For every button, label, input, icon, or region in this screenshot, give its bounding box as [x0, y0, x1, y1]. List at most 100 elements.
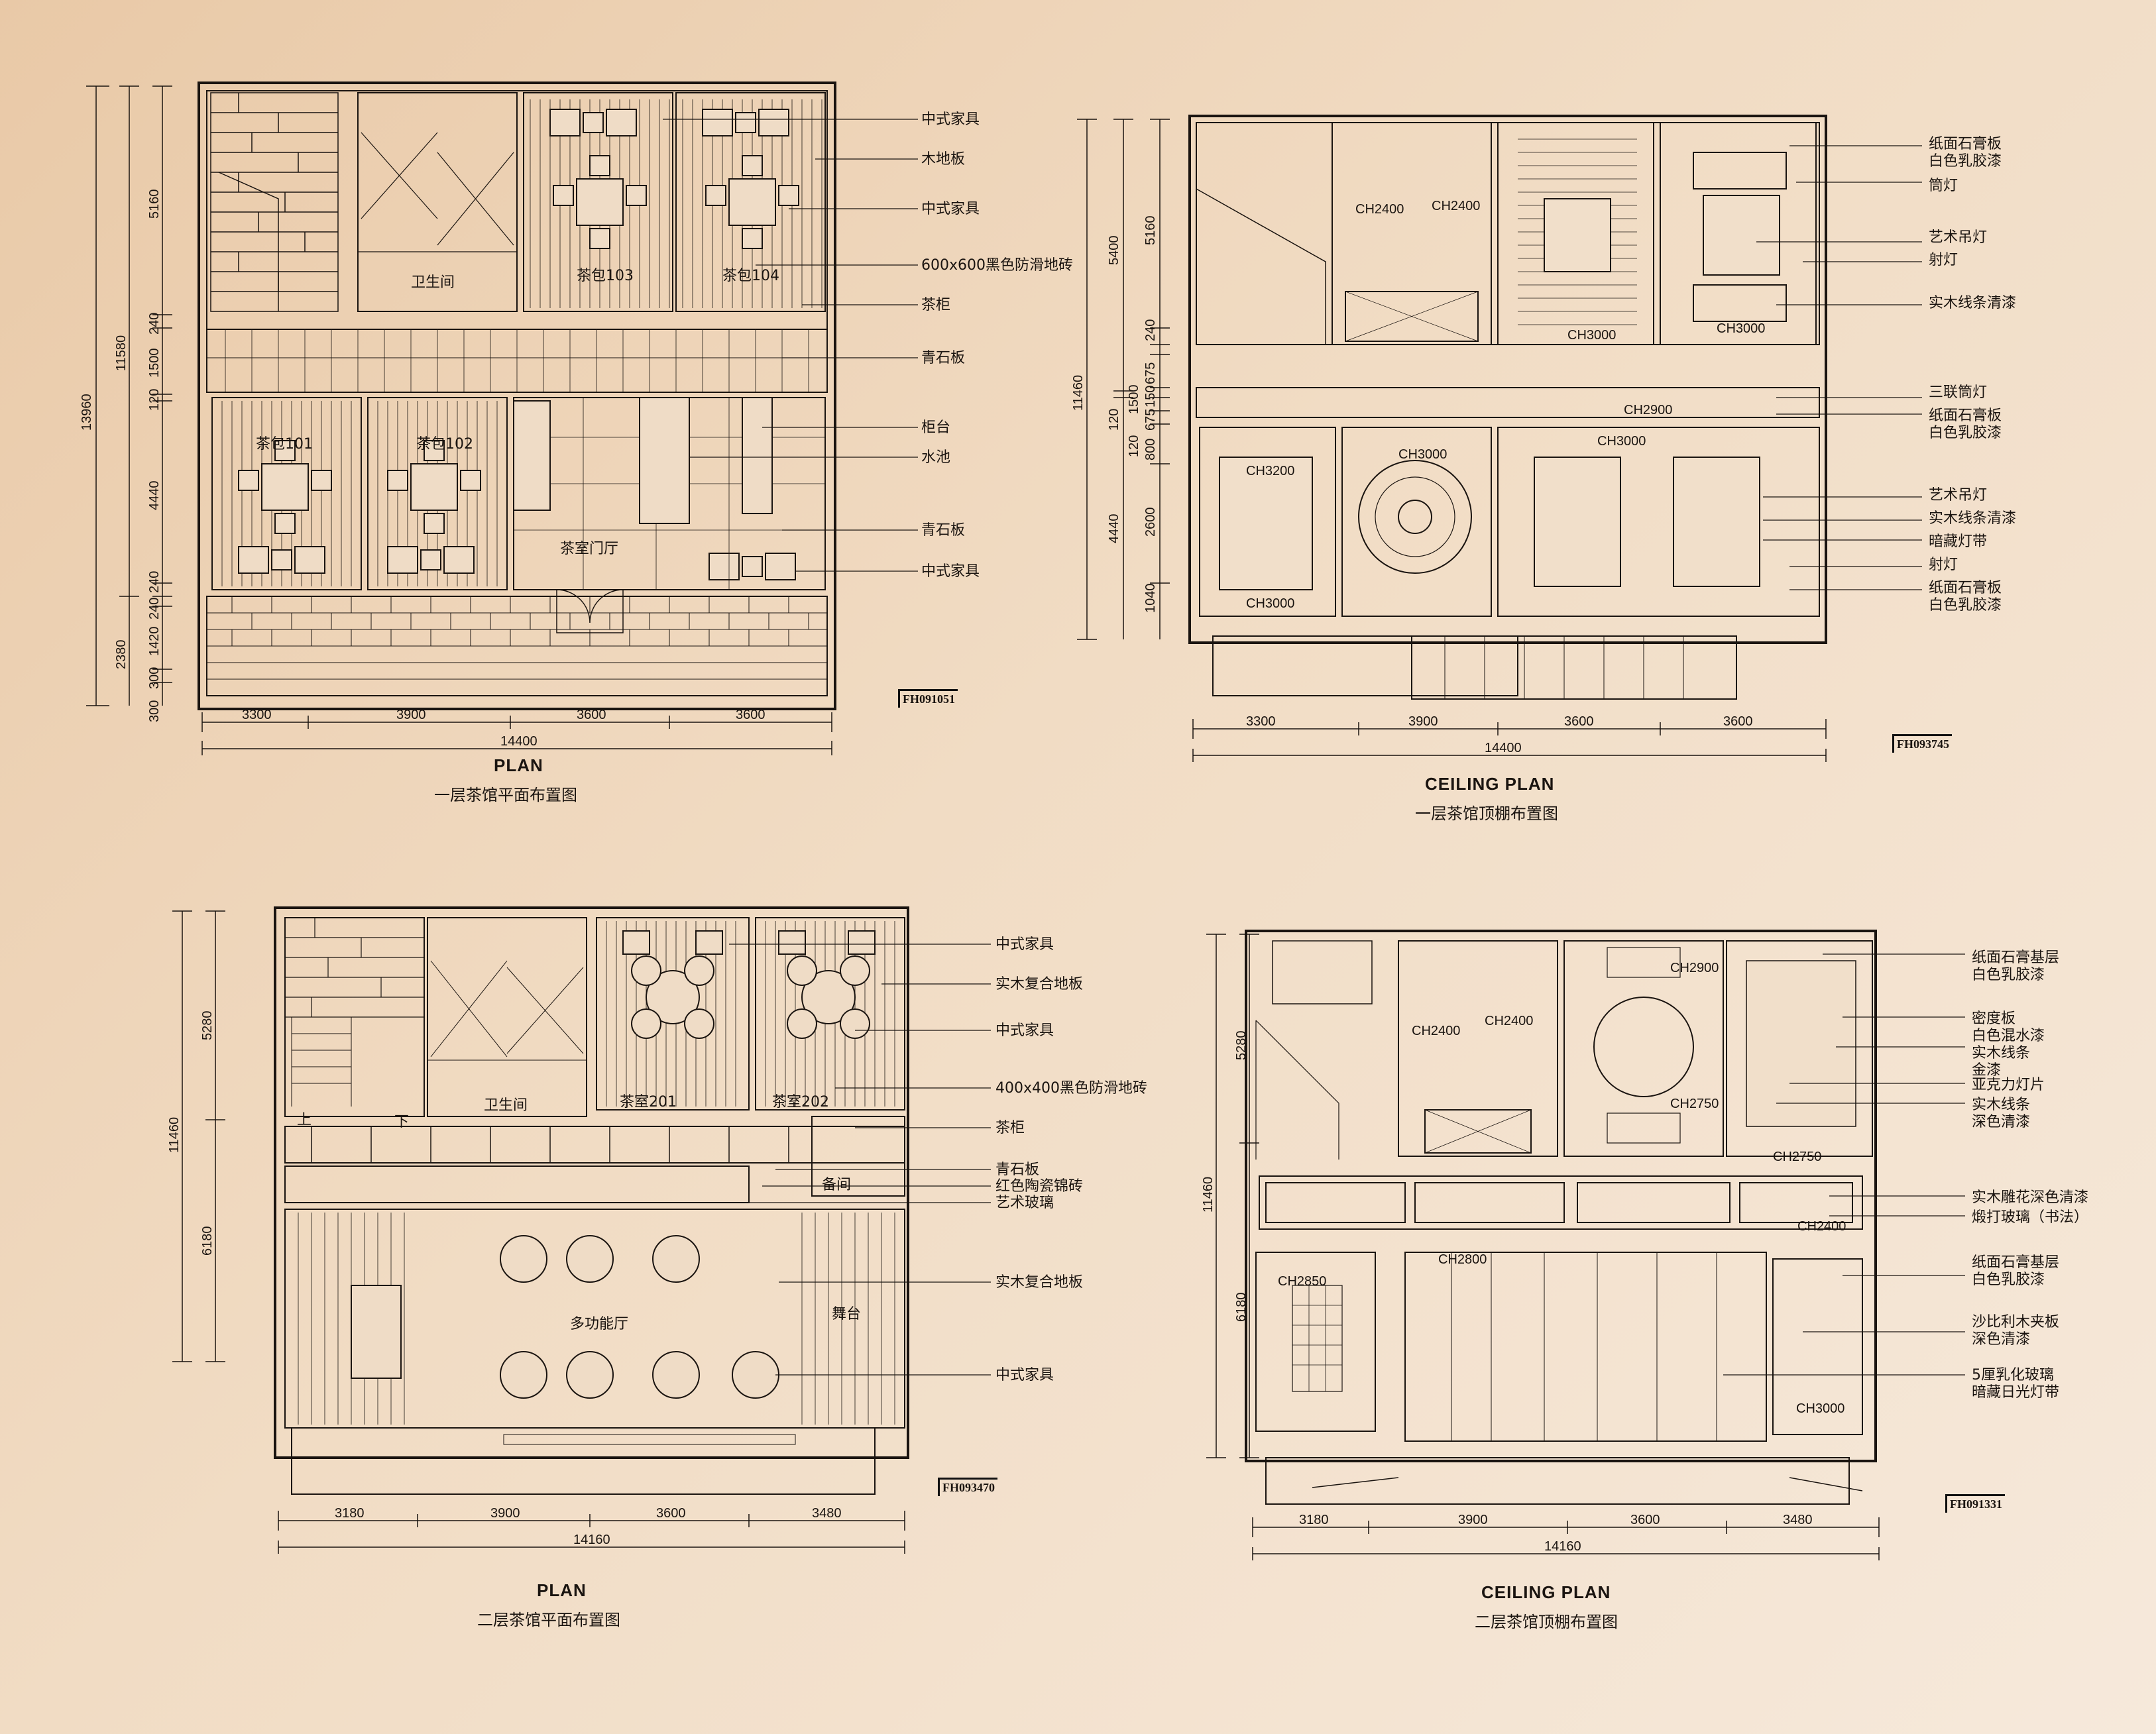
- dim-1-in-4: 4440: [147, 480, 162, 511]
- label-2-1: 筒灯: [1929, 178, 1958, 194]
- ch-2-3: CH2750: [1670, 1097, 1719, 1111]
- label-4-6: 煅打玻璃（书法）: [1972, 1209, 2089, 1226]
- label-1-6: 柜台: [921, 419, 951, 436]
- room-wc-2: 卫生间: [484, 1097, 528, 1114]
- dim-2-b2: 3600: [1564, 714, 1594, 729]
- dim-4-b3: 3480: [1783, 1513, 1813, 1527]
- stair-up: 上: [297, 1112, 312, 1128]
- ceiling-2-drawing: [1206, 930, 1965, 1560]
- label-4-5: 实木雕花深色清漆: [1972, 1189, 2089, 1206]
- dim-4-b2: 3600: [1630, 1513, 1660, 1527]
- ceiling-2-title-cn: 二层茶馆顶棚布置图: [1475, 1613, 1618, 1631]
- sheet-plan-2: 卫生间 茶室201 茶室202 备间 多功能厅 舞台 上 下 中式家具 实木复合…: [0, 881, 1147, 1734]
- label-3-2: 中式家具: [995, 1022, 1054, 1039]
- ceiling-2-code: FH091331: [1945, 1494, 2005, 1513]
- dim-2-in-8: 2600: [1143, 507, 1158, 537]
- dim-4-b0: 3180: [1299, 1513, 1329, 1527]
- dim-3-outer: 11460: [167, 1116, 182, 1153]
- dim-3-b3: 3480: [812, 1506, 842, 1521]
- dim-2-in-2: 675: [1143, 362, 1158, 384]
- label-3-7: 艺术玻璃: [995, 1195, 1054, 1211]
- label-3-6: 红色陶瓷锦砖: [995, 1178, 1084, 1195]
- label-1-8: 青石板: [921, 522, 966, 539]
- label-4-4: 实木线条 深色清漆: [1972, 1097, 2031, 1130]
- dim-2-in-6: 120: [1127, 435, 1141, 457]
- dim-3-b2: 3600: [656, 1506, 686, 1521]
- label-2-10: 射灯: [1929, 557, 1958, 573]
- room-103: 茶包103: [577, 268, 634, 284]
- label-4-7: 纸面石膏基层 白色乳胶漆: [1972, 1254, 2060, 1288]
- ch-1-8: CH3000: [1246, 596, 1295, 611]
- ceiling-1-title-en: CEILING PLAN: [1425, 774, 1555, 794]
- label-4-1: 密度板 白色混水漆: [1972, 1010, 2045, 1044]
- dim-1-in-9: 300: [147, 700, 162, 722]
- ch-1-3: CH3000: [1717, 321, 1766, 336]
- dim-1-b0: 3300: [242, 708, 272, 722]
- plan-2-code: FH093470: [938, 1478, 997, 1496]
- room-201: 茶室201: [620, 1094, 677, 1111]
- ch-2-6: CH2800: [1438, 1252, 1487, 1267]
- dim-2-in-7: 800: [1143, 438, 1158, 461]
- label-1-4: 茶柜: [921, 297, 951, 313]
- ch-2-4: CH2750: [1773, 1150, 1822, 1164]
- ch-2-2: CH2900: [1670, 961, 1719, 975]
- label-4-2: 实木线条 金漆: [1972, 1045, 2031, 1079]
- ch-1-6: CH3000: [1597, 434, 1646, 449]
- dim-1-in-1: 240: [147, 312, 162, 335]
- label-1-2: 中式家具: [921, 201, 980, 217]
- label-3-0: 中式家具: [995, 936, 1054, 953]
- room-stage: 舞台: [832, 1306, 862, 1323]
- dim-2-in-1: 240: [1143, 319, 1158, 341]
- ceiling-1-code: FH093745: [1892, 734, 1952, 753]
- dim-2-mid-2: 4440: [1107, 514, 1121, 544]
- room-104: 茶包104: [722, 268, 779, 284]
- dim-4-total: 14160: [1544, 1539, 1581, 1554]
- dim-1-b1: 3900: [396, 708, 426, 722]
- label-3-9: 中式家具: [995, 1367, 1054, 1383]
- plan-1-drawing: [86, 81, 918, 755]
- label-3-8: 实木复合地板: [995, 1274, 1084, 1291]
- label-3-5: 青石板: [995, 1162, 1040, 1178]
- dim-1-in-5: 240: [147, 570, 162, 593]
- room-101: 茶包101: [256, 436, 313, 453]
- dim-1-in-8: 300: [147, 667, 162, 689]
- dim-3-b1: 3900: [490, 1506, 520, 1521]
- label-1-1: 木地板: [921, 151, 966, 168]
- dim-1-in-2: 1500: [147, 348, 162, 378]
- room-hall: 多功能厅: [570, 1316, 629, 1332]
- ch-1-0: CH2400: [1355, 202, 1404, 217]
- dim-3-in-0: 5280: [200, 1010, 215, 1041]
- label-3-3: 400x400黑色防滑地砖: [995, 1080, 1148, 1097]
- ch-2-8: CH3000: [1796, 1401, 1845, 1416]
- label-2-6: 纸面石膏板 白色乳胶漆: [1929, 407, 2002, 441]
- dim-4-in-0: 5280: [1234, 1030, 1249, 1061]
- label-2-7: 艺术吊灯: [1929, 487, 1988, 504]
- dim-1-outer: 13960: [80, 394, 94, 431]
- dim-2-outer: 11460: [1071, 374, 1086, 411]
- sheet-ceiling-1: CH2400 CH2400 CH3000 CH3000 CH2900 CH300…: [1060, 0, 2156, 828]
- dim-2-in-4: 150: [1143, 385, 1158, 407]
- ch-1-5: CH3000: [1398, 447, 1447, 462]
- label-4-8: 沙比利木夹板 深色清漆: [1972, 1314, 2060, 1348]
- dim-1-in-7: 1420: [147, 626, 162, 657]
- dim-1-b3: 3600: [736, 708, 766, 722]
- ch-2-5: CH2400: [1797, 1219, 1846, 1234]
- sheet-ceiling-2: CH2400 CH2400 CH2900 CH2750 CH2750 CH240…: [1094, 881, 2156, 1734]
- label-2-8: 实木线条清漆: [1929, 510, 2017, 527]
- label-2-11: 纸面石膏板 白色乳胶漆: [1929, 580, 2002, 614]
- dim-3-b0: 3180: [335, 1506, 365, 1521]
- dim-1-in-3: 120: [147, 388, 162, 411]
- plan-1-title-en: PLAN: [494, 755, 543, 775]
- dim-1-mid-1: 2380: [114, 639, 129, 670]
- ceiling-1-drawing: [1077, 115, 1922, 762]
- label-1-0: 中式家具: [921, 111, 980, 128]
- ch-2-7: CH2850: [1278, 1274, 1327, 1289]
- label-3-4: 茶柜: [995, 1120, 1025, 1136]
- plan-2-drawing: [172, 906, 991, 1554]
- label-3-1: 实木复合地板: [995, 976, 1084, 993]
- dim-2-mid-1: 120: [1107, 408, 1121, 431]
- stair-down: 下: [394, 1114, 410, 1130]
- dim-2-in-3: 1500: [1127, 384, 1141, 415]
- dim-2-b1: 3900: [1408, 714, 1438, 729]
- dim-2-b3: 3600: [1723, 714, 1753, 729]
